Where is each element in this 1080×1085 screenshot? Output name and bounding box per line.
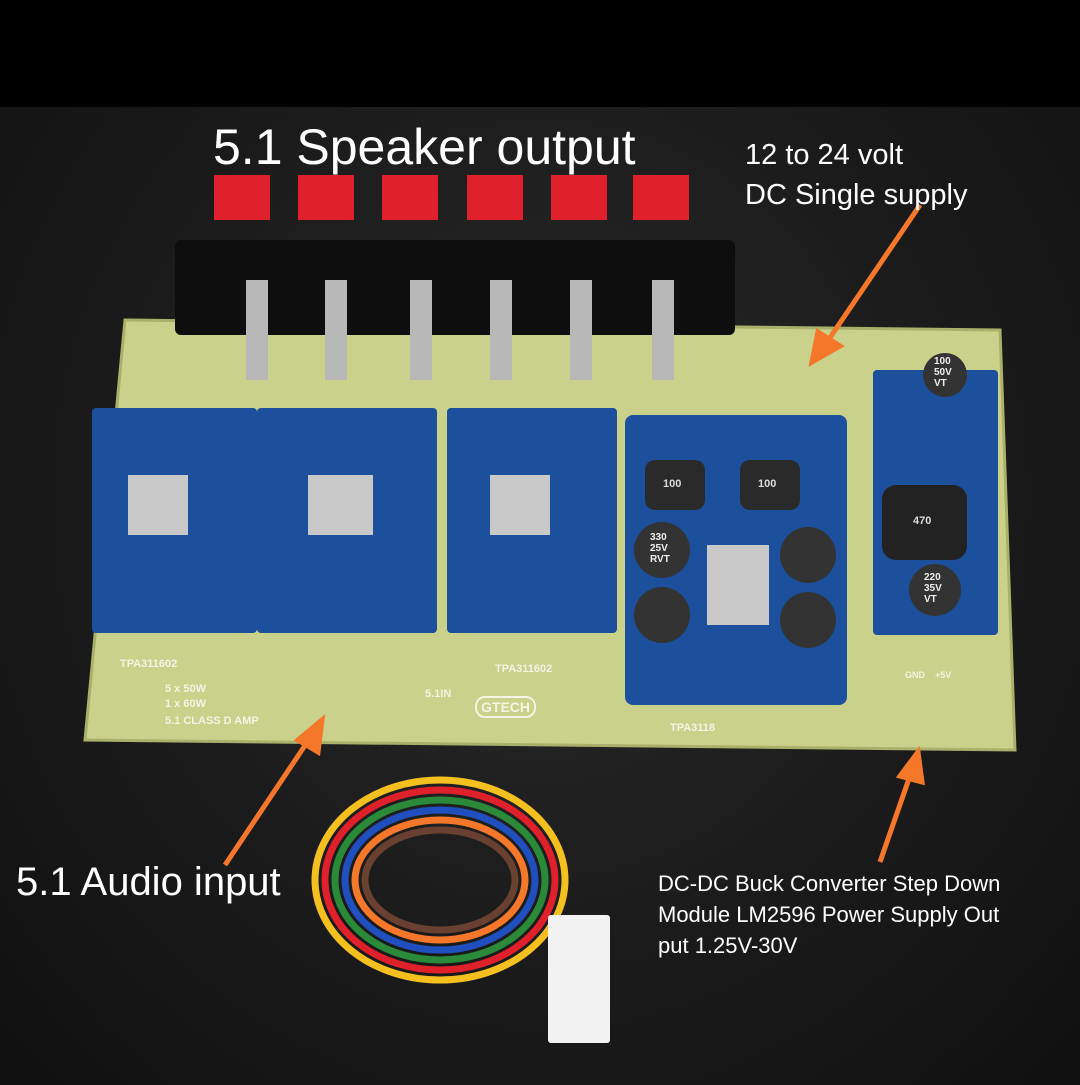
supply-annotation: 12 to 24 volt DC Single supply bbox=[745, 139, 968, 211]
module2-label: TPA311602 bbox=[495, 663, 553, 675]
gnd-label: GND bbox=[905, 670, 925, 680]
capacitor-label: 330 25V RVT bbox=[650, 532, 670, 565]
speaker-output-annotation: 5.1 Speaker output bbox=[213, 119, 636, 175]
inductor1-label: 100 bbox=[663, 478, 682, 490]
capacitor-label-3: 220 35V VT bbox=[924, 572, 942, 605]
power-rating-label: 5 x 50W 1 x 60W bbox=[165, 683, 206, 710]
inductor2-label: 100 bbox=[758, 478, 777, 490]
speaker-terminals bbox=[214, 175, 689, 380]
amp-type-label: 5.1 CLASS D AMP bbox=[165, 715, 259, 727]
cable-connector bbox=[548, 915, 610, 1043]
amp-modules bbox=[92, 353, 998, 705]
plus5v-label: +5V bbox=[935, 670, 952, 680]
capacitor-label-2: 100 50V VT bbox=[934, 356, 952, 389]
inductor3-label: 470 bbox=[913, 515, 932, 527]
annotation-arrows bbox=[222, 203, 925, 867]
top-black-bar bbox=[0, 0, 1080, 107]
module3-label: TPA3118 bbox=[670, 722, 716, 734]
speaker-terminal-block bbox=[175, 240, 735, 335]
audio-input-annotation: 5.1 Audio input bbox=[16, 860, 281, 904]
audio-input-cable bbox=[311, 776, 569, 984]
buck-converter-annotation: DC-DC Buck Converter Step Down Module LM… bbox=[658, 871, 1001, 958]
module1-label: TPA311602 bbox=[120, 658, 178, 670]
input-label: 5.1IN bbox=[425, 688, 452, 700]
brand-logo: GTECH bbox=[475, 696, 536, 718]
